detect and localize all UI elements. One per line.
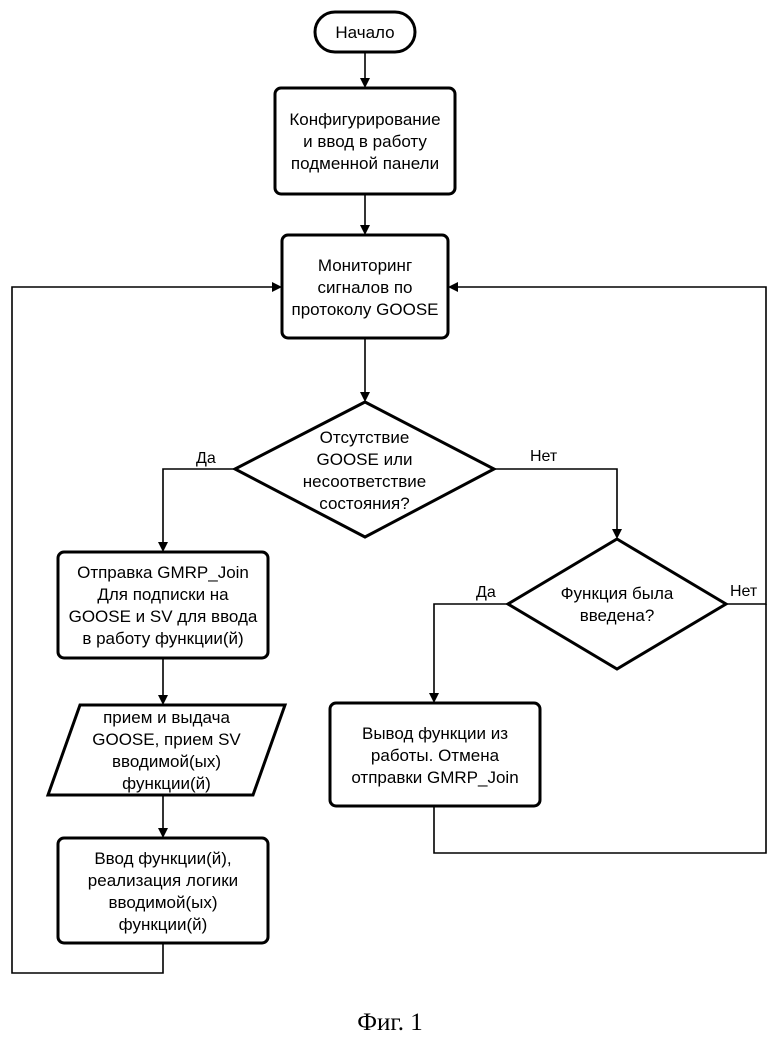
config-line-3: подменной панели	[291, 154, 439, 173]
decision_goose-line-3: несоответствие	[303, 472, 426, 491]
enable-line-4: функции(й)	[119, 915, 208, 934]
disable-label: Вывод функции из работы. Отмена отправки G…	[351, 724, 518, 787]
decision_goose-line-1: Отсутствие	[320, 428, 410, 447]
send_join-line-2: Для подписки на	[97, 585, 229, 604]
decision_goose-line-4: состояния?	[319, 494, 409, 513]
send_join-line-1: Отправка GMRP_Join	[77, 563, 249, 582]
decision_goose-line-2: GOOSE или	[317, 450, 413, 469]
config-label: Конфигурирование и ввод в работу подменной…	[289, 110, 440, 173]
start-label: Начало	[335, 23, 394, 42]
disable-line-2: работы. Отмена	[371, 746, 500, 765]
start-line-1: Начало	[335, 23, 394, 42]
send_join-line-4: в работу функции(й)	[82, 629, 243, 648]
enabled-decision	[508, 539, 726, 669]
send_join-line-3: GOOSE и SV для ввода	[69, 607, 258, 626]
io-line-2: GOOSE, прием SV	[92, 730, 241, 749]
config-line-2: и ввод в работу	[303, 132, 427, 151]
goose-decision	[235, 402, 494, 537]
decision_enabled-line-1: Функция была	[561, 584, 674, 603]
goose-yes-label: Да	[196, 450, 216, 467]
enabled-yes-label: Да	[476, 584, 496, 601]
enable-line-2: реализация логики	[88, 871, 238, 890]
enable-line-1: Ввод функции(й),	[94, 849, 231, 868]
edge-goose-yes	[163, 469, 235, 543]
decision_enabled-line-2: введена?	[580, 606, 655, 625]
arrow-goose-no	[612, 529, 622, 539]
disable-line-1: Вывод функции из	[362, 724, 508, 743]
edge-goose-no	[494, 469, 617, 530]
enabled-no-label: Нет	[730, 583, 758, 600]
figure-caption: Фиг. 1	[357, 1009, 423, 1036]
config-line-1: Конфигурирование	[289, 110, 440, 129]
arrow-monitoring-decision	[360, 392, 370, 402]
disable-line-3: отправки GMRP_Join	[351, 768, 518, 787]
monitoring-line-2: сигналов по	[317, 278, 412, 297]
monitoring-line-1: Мониторинг	[318, 256, 412, 275]
goose-no-label: Нет	[530, 448, 558, 465]
monitoring-line-3: протоколу GOOSE	[292, 300, 439, 319]
io-line-3: вводимой(ых)	[112, 752, 221, 771]
edge-enabled-yes	[434, 604, 508, 694]
io-line-1: прием и выдача	[103, 708, 230, 727]
io-line-4: функции(й)	[122, 774, 211, 793]
enable-line-3: вводимой(ых)	[108, 893, 217, 912]
